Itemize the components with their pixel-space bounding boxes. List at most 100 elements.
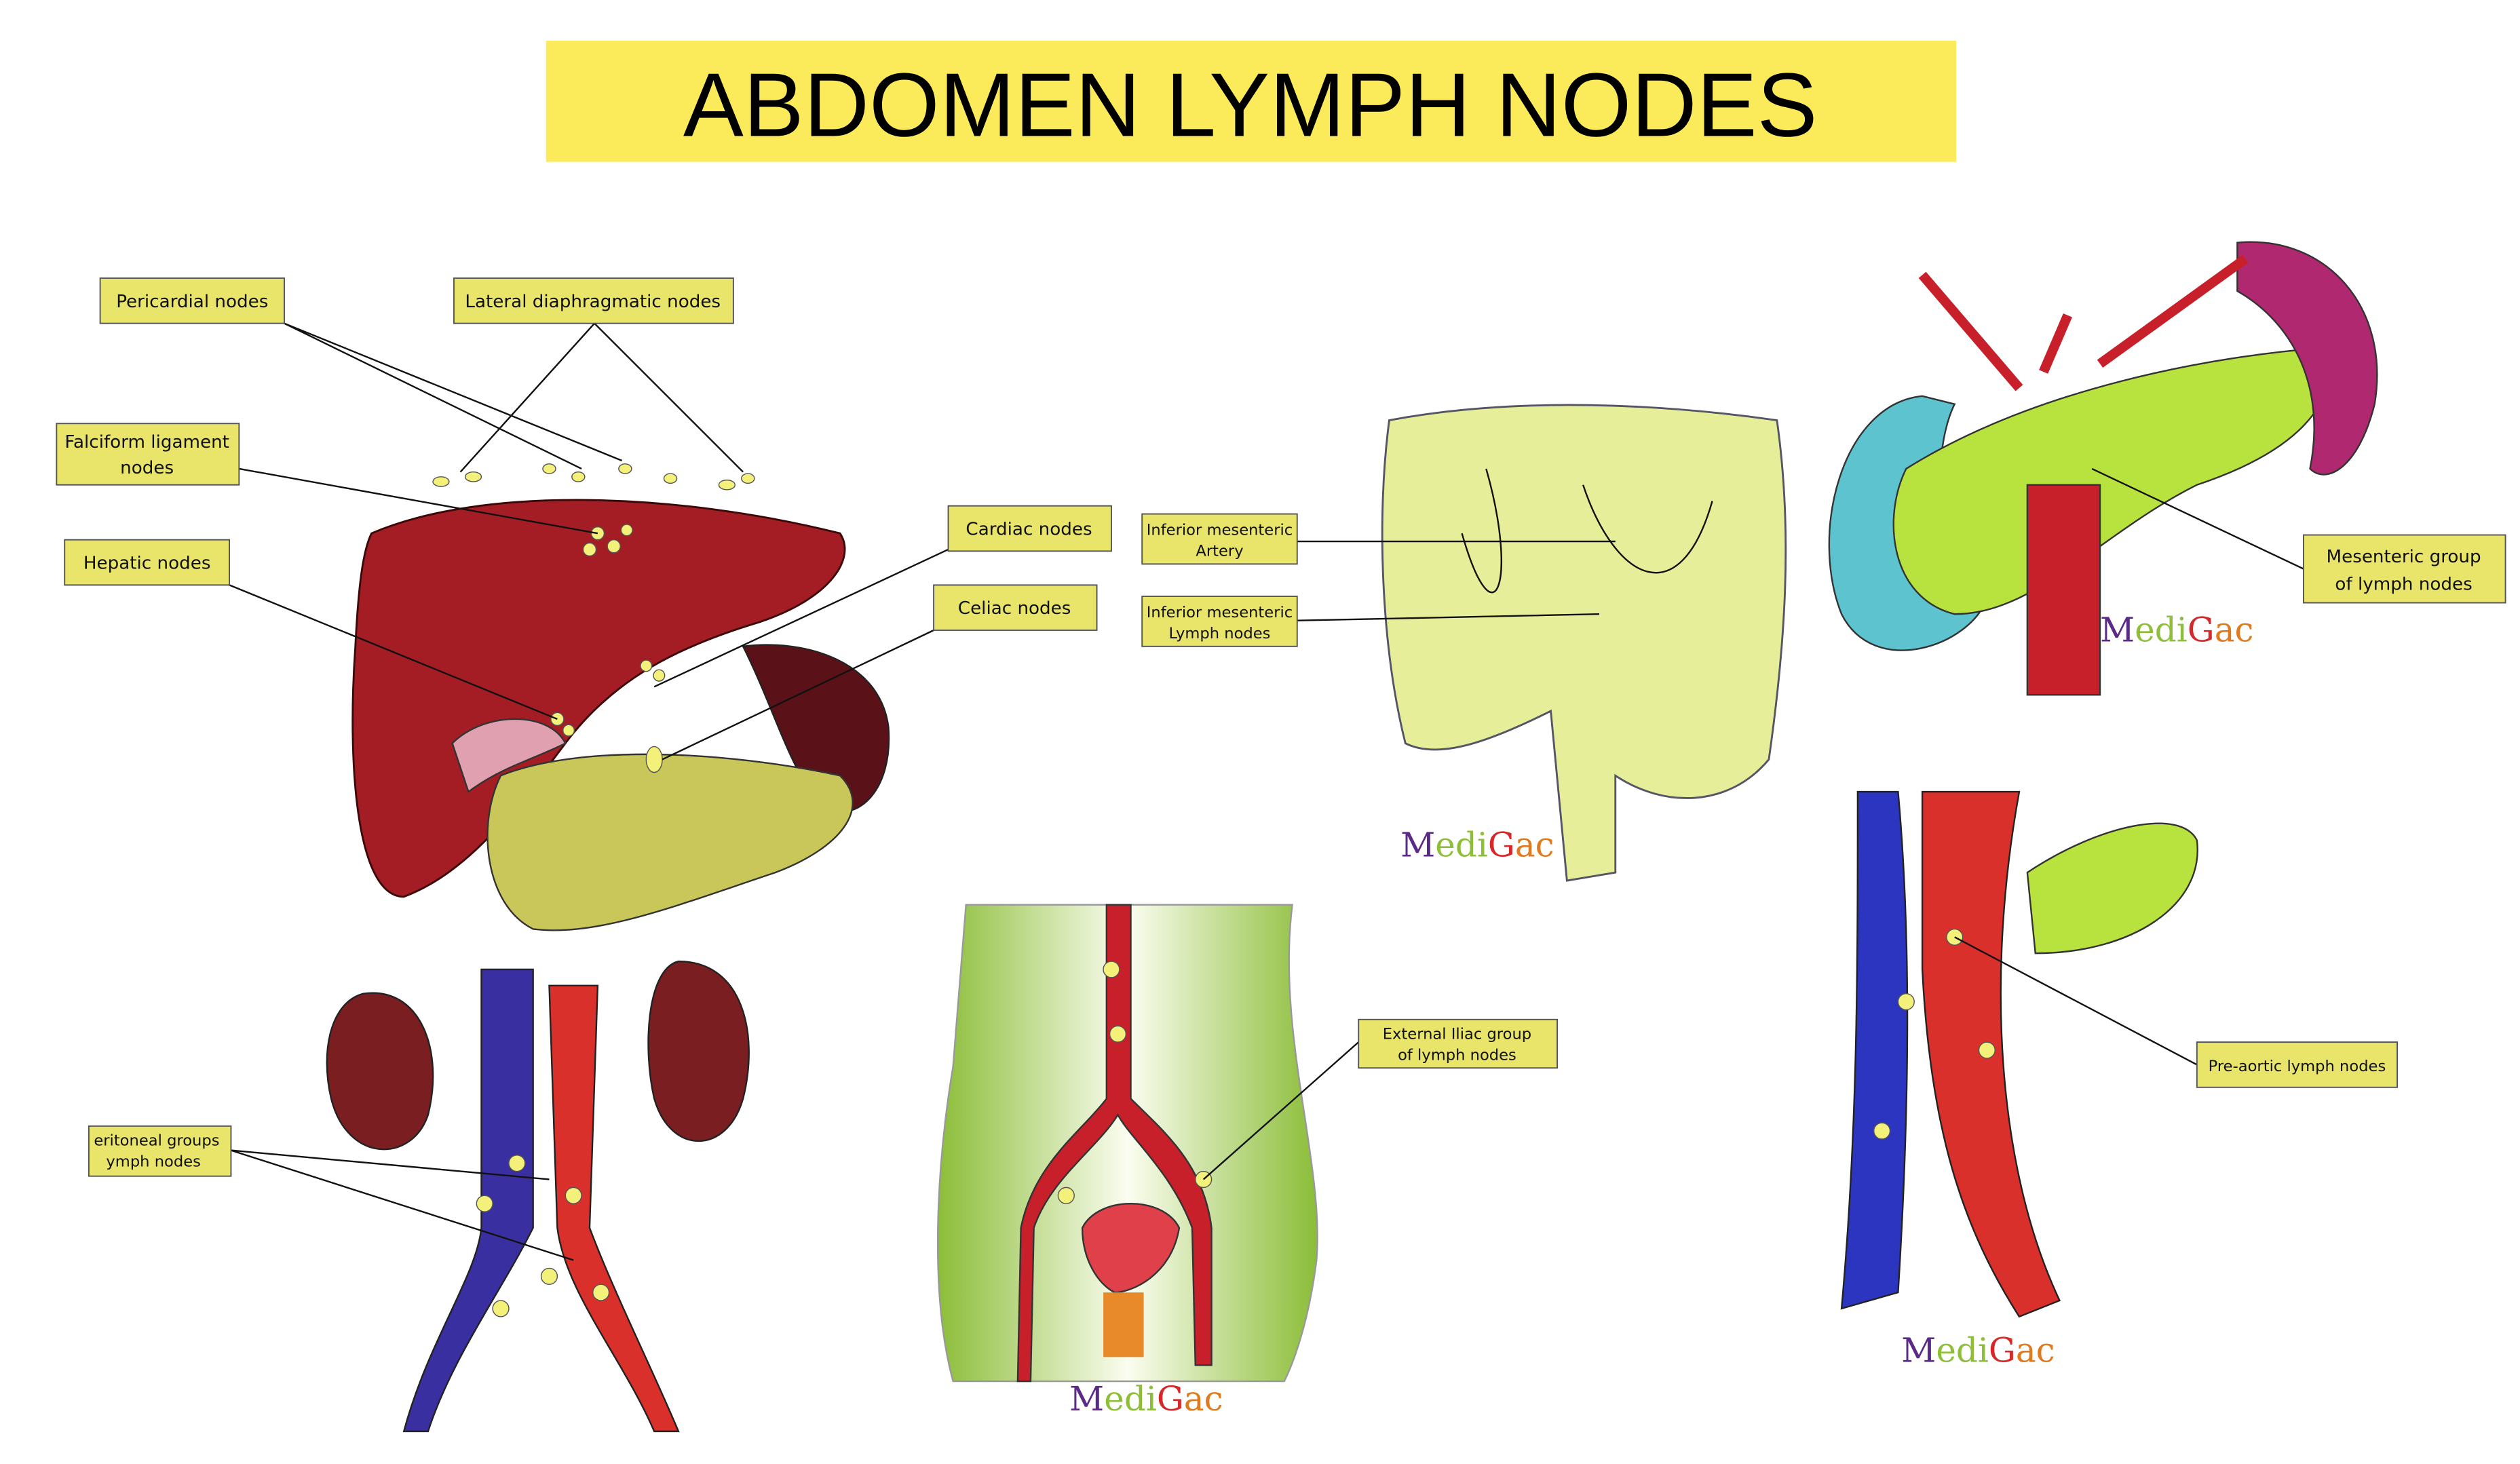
gallbladder [451, 718, 567, 794]
lymph-node [618, 463, 632, 474]
label-lateral-diaphragmatic-nodes: Lateral diaphragmatic nodes [453, 277, 734, 324]
lymph-node [663, 473, 678, 484]
title-background [546, 41, 1957, 162]
aorta-ivc-illustration [1840, 790, 2198, 1318]
iliac-arteries [1016, 904, 1213, 1383]
spleen-right [2236, 241, 2378, 476]
watermark-part: G [2188, 611, 2215, 650]
medigac-watermark: MediGac [2100, 611, 2254, 650]
lymph-node [1873, 1122, 1891, 1140]
label-pericardial-nodes: Pericardial nodes [99, 277, 285, 324]
lymph-node [718, 479, 736, 490]
kidneys-illustration [326, 960, 750, 1433]
label-celiac-nodes: Celiac nodes [933, 584, 1098, 631]
lymph-node [508, 1155, 526, 1172]
inferior-vena-cava [1840, 790, 1909, 1310]
illustration-shape [653, 548, 949, 688]
lymph-node [565, 1187, 582, 1204]
medigac-watermark: MediGac [1069, 1379, 1223, 1419]
watermark-part: ac [1515, 825, 1554, 864]
label-text: nodes [120, 458, 174, 478]
label-cardiac-nodes: Cardiac nodes [947, 505, 1112, 552]
illustration-shape [2091, 467, 2304, 570]
label-retroperitoneal-groups: eritoneal groups ymph nodes [88, 1125, 232, 1177]
lymph-node [653, 669, 666, 682]
watermark-part: G [1488, 825, 1515, 864]
illustration-shape [1954, 936, 2198, 1066]
watermark-part: edi [1936, 1331, 1989, 1370]
label-mesenteric-group: Mesenteric group of lymph nodes [2303, 534, 2506, 604]
lymph-node [640, 659, 653, 672]
label-box [2303, 534, 2506, 604]
pancreas-illustration [1828, 241, 2378, 696]
label-box [2196, 1041, 2399, 1088]
label-text: Lymph nodes [1168, 625, 1270, 642]
lymph-node [432, 476, 450, 487]
pelvis-illustration [936, 904, 1318, 1383]
lymph-node [620, 524, 633, 537]
lymph-node [562, 724, 575, 737]
illustration-shape [662, 629, 934, 760]
label-hepatic-nodes: Hepatic nodes [64, 539, 231, 586]
watermark-part: G [1989, 1331, 2016, 1370]
illustration-shape [231, 1149, 574, 1261]
watermarks: MediGac MediGac MediGac MediGac [1069, 611, 2253, 1419]
watermark-part: ac [2215, 611, 2254, 650]
watermark-part: G [1157, 1379, 1184, 1419]
label-text: Inferior mesenteric [1147, 604, 1293, 621]
pancreas-small [2026, 822, 2198, 955]
label-box [1141, 596, 1298, 647]
page-title: ABDOMEN LYMPH NODES [683, 54, 1818, 155]
label-inferior-mesenteric-artery: Inferior mesenteric Artery [1141, 513, 1298, 565]
label-text: eritoneal groups [94, 1132, 219, 1149]
label-text: Cardiac nodes [966, 520, 1092, 540]
label-text: Mesenteric group [2327, 547, 2481, 567]
label-text: ymph nodes [106, 1153, 200, 1170]
label-pre-aortic-lymph-nodes: Pre-aortic lymph nodes [2196, 1041, 2399, 1088]
watermark-part: edi [1435, 825, 1488, 864]
label-text: External Iliac group [1383, 1025, 1531, 1043]
lymph-node [492, 1300, 510, 1317]
label-text: of lymph nodes [1398, 1046, 1516, 1064]
lymph-node [1103, 961, 1120, 978]
watermark-part: M [1069, 1379, 1104, 1419]
label-text: Artery [1196, 542, 1243, 560]
aorta-lower [548, 984, 680, 1433]
lymph-node [1057, 1187, 1075, 1204]
liver-illustration [351, 463, 890, 931]
uterus [1081, 1203, 1181, 1294]
illustration-shape [1202, 1041, 1360, 1180]
lymph-node [464, 471, 482, 482]
lymph-node [540, 1267, 558, 1285]
lymph-node [1978, 1041, 1996, 1059]
spleen [742, 644, 890, 813]
lymph-node [582, 542, 597, 557]
label-box [1358, 1018, 1559, 1069]
lymph-node [645, 746, 663, 773]
leader-lines [229, 322, 2304, 1261]
label-text: Celiac nodes [958, 598, 1071, 619]
mesenteric-vessel [2026, 484, 2101, 696]
illustration-shape [239, 467, 598, 535]
watermark-part: edi [2135, 611, 2188, 650]
label-box [88, 1125, 232, 1177]
label-box [1141, 513, 1298, 565]
inferior-mesenteric-artery [1461, 468, 1713, 594]
illustration-shape [284, 322, 623, 470]
watermark-part: M [1901, 1331, 1936, 1370]
lymph-node [1897, 993, 1915, 1011]
pancreas-stomach [486, 753, 854, 931]
illustration-shape [1297, 613, 1599, 621]
label-text: Falciform ligament [64, 432, 229, 452]
liver [351, 499, 846, 898]
left-kidney [326, 992, 434, 1151]
lymph-node [542, 463, 556, 474]
label-external-iliac-group: External Iliac group of lymph nodes [1358, 1018, 1559, 1069]
colon-illustration [1381, 404, 1787, 882]
label-text: Inferior mesenteric [1147, 522, 1293, 539]
illustration-shape [229, 584, 558, 720]
watermark-part: edi [1104, 1379, 1157, 1419]
watermark-part: ac [2016, 1331, 2055, 1370]
